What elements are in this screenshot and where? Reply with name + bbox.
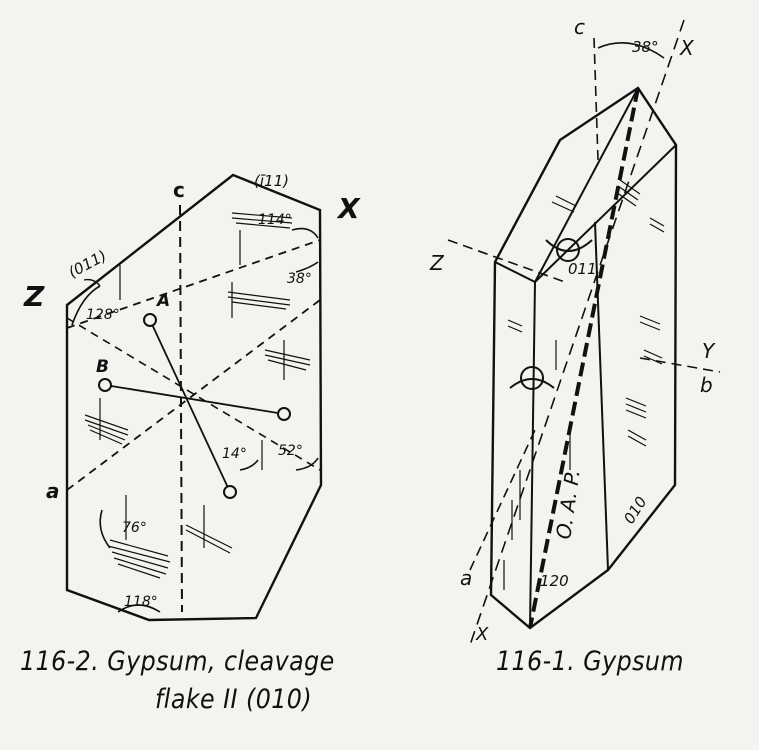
angle-52: 52°	[278, 443, 303, 459]
crystal-labels: c X 38° Z 011 Y b O. A. P. 010 120 a X	[429, 15, 716, 645]
angle-arc-14	[239, 459, 259, 471]
label-y: Y	[702, 339, 716, 363]
optic-axis-b-line	[104, 384, 285, 415]
label-angle-38: 38°	[632, 38, 659, 56]
angle-arc-76	[99, 509, 111, 549]
c-axis-line	[179, 204, 183, 613]
z-x-direction-line	[66, 239, 321, 329]
caption-left-line1: 116-2. Gypsum, cleavage	[20, 646, 335, 677]
a-axis-right	[469, 429, 536, 571]
label-b: b	[700, 373, 713, 397]
label-x-bottom: X	[475, 624, 489, 645]
angle-arc-114	[291, 227, 319, 239]
optic-axis-b-end-circle	[277, 407, 291, 421]
label-z-axis: Z	[23, 280, 45, 313]
cross-diagonal-line	[66, 317, 321, 471]
cleavage-flake-labels: c (ī11) X Z (011) a A B 114° 38° 128° 14…	[23, 172, 361, 610]
crystal-hatching	[503, 179, 665, 590]
label-x-axis: X	[336, 192, 361, 225]
rotation-marker-upper	[556, 238, 580, 262]
angle-76: 76°	[122, 520, 147, 536]
optic-axis-a-line	[149, 319, 231, 493]
rotation-marker-lower	[520, 366, 544, 390]
angle-38: 38°	[287, 271, 312, 287]
c-axis-right	[593, 37, 599, 161]
label-face-111: (ī11)	[254, 172, 289, 190]
edge-top-right	[534, 87, 639, 283]
caption-right: 116-1. Gypsum	[496, 646, 685, 677]
angle-14: 14°	[222, 446, 247, 462]
optic-axis-a-end-circle	[223, 485, 237, 499]
flake-outline	[65, 173, 323, 622]
cleavage-flake-figure	[65, 173, 323, 622]
z-axis-right	[447, 239, 566, 283]
angle-arc-38	[295, 261, 319, 273]
angle-arc-38-right	[597, 42, 665, 59]
label-z-right: Z	[429, 251, 445, 275]
label-a-right: a	[460, 566, 472, 590]
optic-axis-a-circle	[143, 313, 157, 327]
x-axis-right	[469, 19, 685, 646]
caption-left-line2: flake II (010)	[155, 684, 313, 715]
crystal-figure	[447, 19, 721, 646]
angle-128: 128°	[86, 307, 120, 323]
edge-vertical-center	[594, 221, 609, 571]
edge-top-left	[494, 261, 536, 283]
optic-axial-plane-line	[528, 87, 640, 629]
edge-front	[529, 281, 536, 629]
label-c-right: c	[574, 15, 585, 39]
label-optic-b: B	[96, 357, 109, 377]
angle-114: 114°	[258, 212, 292, 228]
y-axis-right	[639, 357, 721, 373]
edge-prism	[534, 144, 677, 283]
optic-axis-b-circle	[98, 378, 112, 392]
label-face-120: 120	[540, 572, 569, 590]
angle-arc-128	[71, 285, 101, 326]
angle-118: 118°	[124, 594, 158, 610]
cleavage-hatching	[84, 212, 311, 579]
a-direction-line	[66, 299, 321, 491]
label-optic-a: A	[155, 291, 170, 311]
angle-arc-118	[117, 604, 161, 613]
label-c-left: c	[173, 178, 185, 202]
label-a-left: a	[46, 479, 60, 503]
label-x-top: X	[679, 36, 695, 60]
label-oap: O. A. P.	[551, 468, 585, 541]
angle-arc-52	[295, 457, 319, 471]
label-face-011-right: 011	[568, 260, 597, 278]
